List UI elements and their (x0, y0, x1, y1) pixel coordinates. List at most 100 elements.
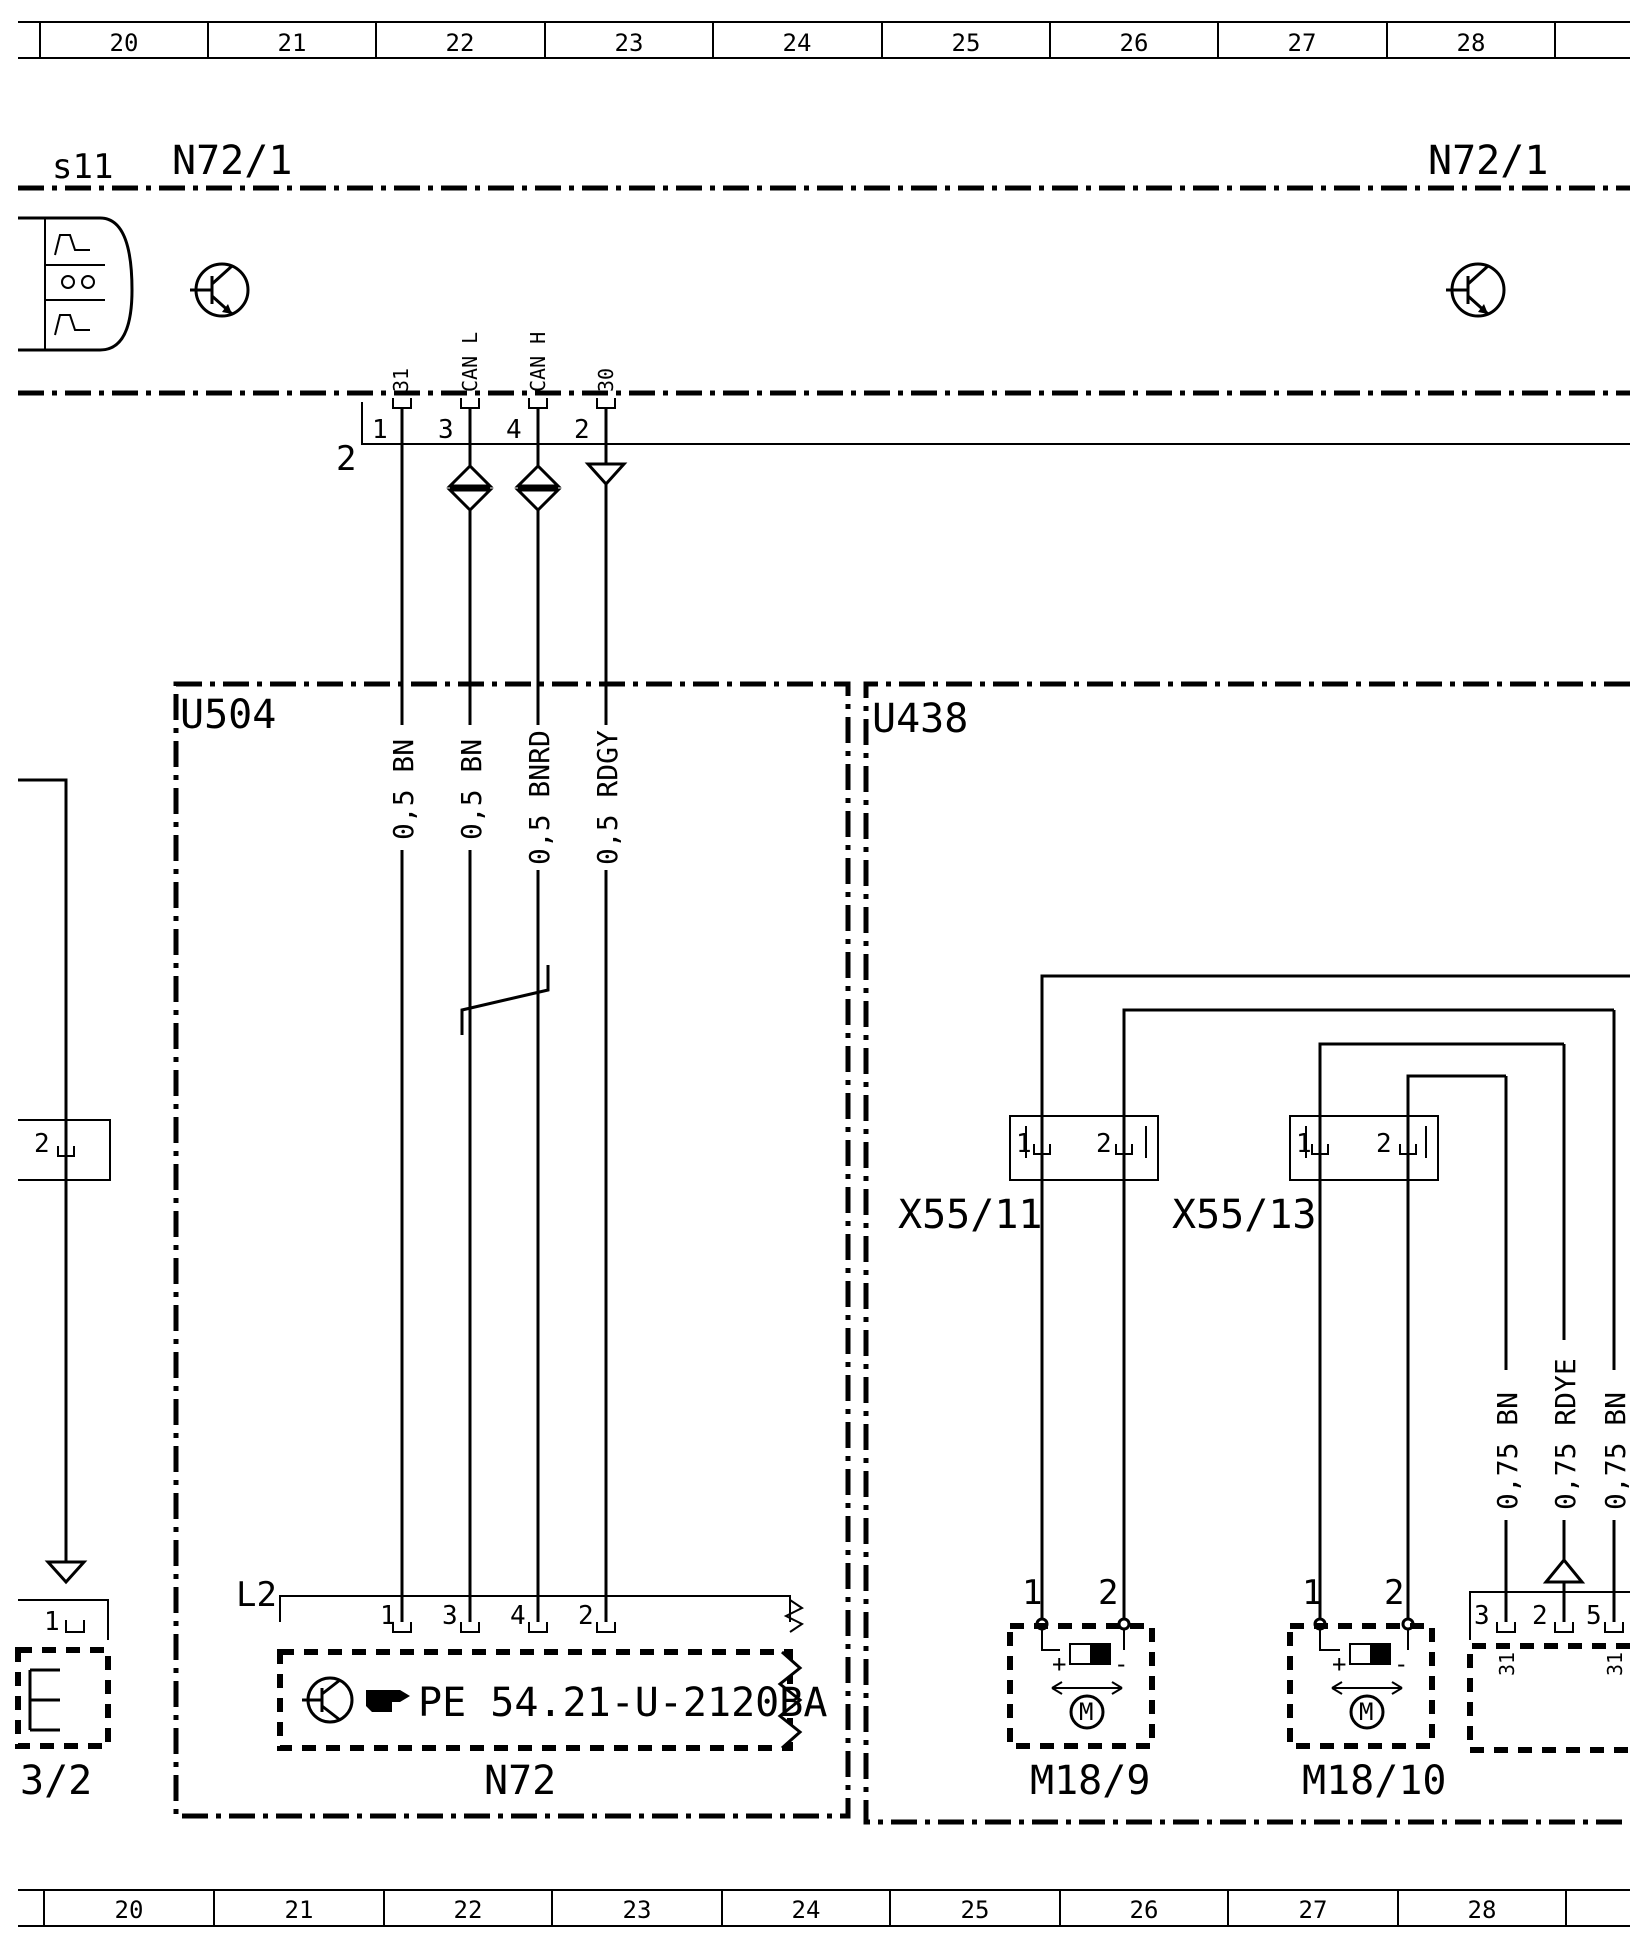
svg-text:-: - (1394, 1650, 1408, 1678)
u504-group: U504 L2 1 3 4 2 PE 54.21-U-212 (173, 681, 851, 1819)
grid-top-22: 22 (446, 29, 475, 57)
label-x55-11: X55/11 (898, 1192, 1043, 1238)
grid-bottom-20: 20 (115, 1896, 144, 1924)
grid-bottom-23: 23 (623, 1896, 652, 1924)
svg-text:1: 1 (1302, 1573, 1322, 1613)
label-n72-1-left: N72/1 (172, 138, 292, 184)
seat-heater-switch-icon (18, 216, 134, 352)
transistor-icon-right (1446, 262, 1506, 318)
grid-top-25: 25 (952, 29, 981, 57)
grid-top-20: 20 (110, 29, 139, 57)
svg-text:31: 31 (1495, 1652, 1519, 1676)
left-pin-1: 1 (44, 1607, 60, 1637)
wire-label-rdye: 0,75 RDYE (1549, 1358, 1582, 1510)
grid-top-23: 23 (615, 29, 644, 57)
label-s11: s11 (52, 147, 113, 187)
pointing-hand-icon (366, 1690, 410, 1712)
svg-text:31: 31 (1603, 1652, 1627, 1676)
grid-top-21: 21 (278, 29, 307, 57)
svg-text:1: 1 (1296, 1129, 1312, 1159)
label-3-2: 3/2 (20, 1758, 92, 1804)
twisted-pair-marker (460, 965, 550, 1035)
label-u438: U438 (872, 696, 968, 742)
wire-label-can-h: 0,5 BNRD (523, 730, 556, 865)
grid-bottom-22: 22 (454, 1896, 483, 1924)
svg-text:-: - (1114, 1650, 1128, 1678)
rdye-arrow-icon (1542, 1557, 1586, 1584)
label-x55-13: X55/13 (1172, 1192, 1317, 1238)
label-u504: U504 (180, 692, 276, 738)
connector-2: 2 31 1 CAN L 3 CAN H 4 30 2 (336, 332, 1630, 479)
motor-m-icon: M (1079, 1698, 1093, 1726)
can-l-bidirectional-arrow-icon (446, 463, 494, 513)
svg-text:2: 2 (1532, 1601, 1548, 1631)
grid-top-24: 24 (783, 29, 812, 57)
svg-text:+: + (1052, 1650, 1066, 1678)
bus-wires: 0,5 BN 0,5 BN 0,5 BNRD 0,5 RDGY (387, 408, 628, 1622)
svg-text:5: 5 (1586, 1601, 1602, 1631)
grid-bottom-27: 27 (1299, 1896, 1328, 1924)
svg-text:31: 31 (389, 368, 413, 392)
label-l2: L2 (236, 1575, 277, 1615)
transistor-icon-n72 (302, 1676, 354, 1724)
wire-label-31: 0,5 BN (387, 739, 420, 840)
motor-m18-9: 1 2 + - M M18/9 (1007, 1573, 1155, 1804)
svg-text:1: 1 (1022, 1573, 1042, 1613)
motor-m18-10: 1 2 + - M M18/10 (1287, 1573, 1447, 1804)
grid-bottom-21: 21 (285, 1896, 314, 1924)
wire-label-bn-1: 0,75 BN (1491, 1392, 1524, 1510)
svg-text:2: 2 (1384, 1573, 1404, 1613)
n72-pin-1: 1 (380, 1601, 396, 1631)
svg-text:3: 3 (438, 415, 454, 445)
n72-reference: PE 54.21-U-2120BA (418, 1680, 827, 1726)
top-grid-ruler: 20 21 22 23 24 25 26 27 28 (18, 21, 1630, 59)
grid-bottom-26: 26 (1130, 1896, 1159, 1924)
label-m18-9: M18/9 (1030, 1758, 1150, 1804)
svg-text:2: 2 (1096, 1129, 1112, 1159)
grid-bottom-28: 28 (1468, 1896, 1497, 1924)
heater-element-icon (28, 1668, 60, 1732)
bus-pin-can-h: CAN H 4 (506, 332, 550, 445)
bus-pin-31: 31 1 (372, 368, 413, 445)
svg-text:2: 2 (1376, 1129, 1392, 1159)
u438-group: U438 1 2 X55/11 1 2 X55/13 (863, 681, 1632, 1825)
can-h-bidirectional-arrow-icon (514, 463, 562, 513)
svg-text:1: 1 (1016, 1129, 1032, 1159)
n72-pin-4: 4 (510, 1601, 526, 1631)
wire-label-can-l: 0,5 BN (455, 739, 488, 840)
bus-pin-30: 30 2 (574, 368, 618, 445)
grid-top-27: 27 (1288, 29, 1317, 57)
n72-pin-2: 2 (578, 1601, 594, 1631)
label-n72-1-right: N72/1 (1428, 138, 1548, 184)
svg-text:4: 4 (506, 415, 522, 445)
svg-text:1: 1 (372, 415, 388, 445)
grid-bottom-25: 25 (961, 1896, 990, 1924)
connector-x55-13: 1 2 X55/13 (1172, 1115, 1439, 1238)
svg-text:2: 2 (1098, 1573, 1118, 1613)
grid-top-26: 26 (1120, 29, 1149, 57)
svg-text:CAN H: CAN H (526, 332, 550, 392)
label-m18-10: M18/10 (1302, 1758, 1447, 1804)
svg-text:3: 3 (1474, 1601, 1490, 1631)
grid-top-28: 28 (1457, 29, 1486, 57)
svg-text:+: + (1332, 1650, 1346, 1678)
right-partial-connector: 0,75 BN 0,75 RDYE 0,75 BN 3 2 5 31 31 (1467, 1340, 1632, 1753)
svg-text:30: 30 (594, 368, 618, 392)
grid-bottom-24: 24 (792, 1896, 821, 1924)
motor-m-icon-2: M (1359, 1698, 1373, 1726)
n72-1-module: s11 N72/1 N72/1 (18, 138, 1630, 396)
transistor-icon-left (190, 262, 250, 318)
n72-module: PE 54.21-U-2120BA (277, 1649, 827, 1751)
wire-label-bn-2: 0,75 BN (1599, 1392, 1632, 1510)
n72-pin-3: 3 (442, 1601, 458, 1631)
left-pin-2: 2 (34, 1129, 50, 1159)
bottom-grid-ruler: 20 21 22 23 24 25 26 27 28 (18, 1889, 1630, 1927)
connector-x55-11: 1 2 X55/11 (898, 1115, 1159, 1238)
label-n72: N72 (484, 1758, 556, 1804)
terminal-30-arrow-icon (584, 462, 628, 487)
wire-label-30: 0,5 RDGY (591, 730, 624, 865)
bus-pin-can-l: CAN L 3 (438, 332, 482, 445)
left-partial-components: 2 1 3/2 (15, 778, 111, 1804)
connector-2-label: 2 (336, 439, 356, 479)
